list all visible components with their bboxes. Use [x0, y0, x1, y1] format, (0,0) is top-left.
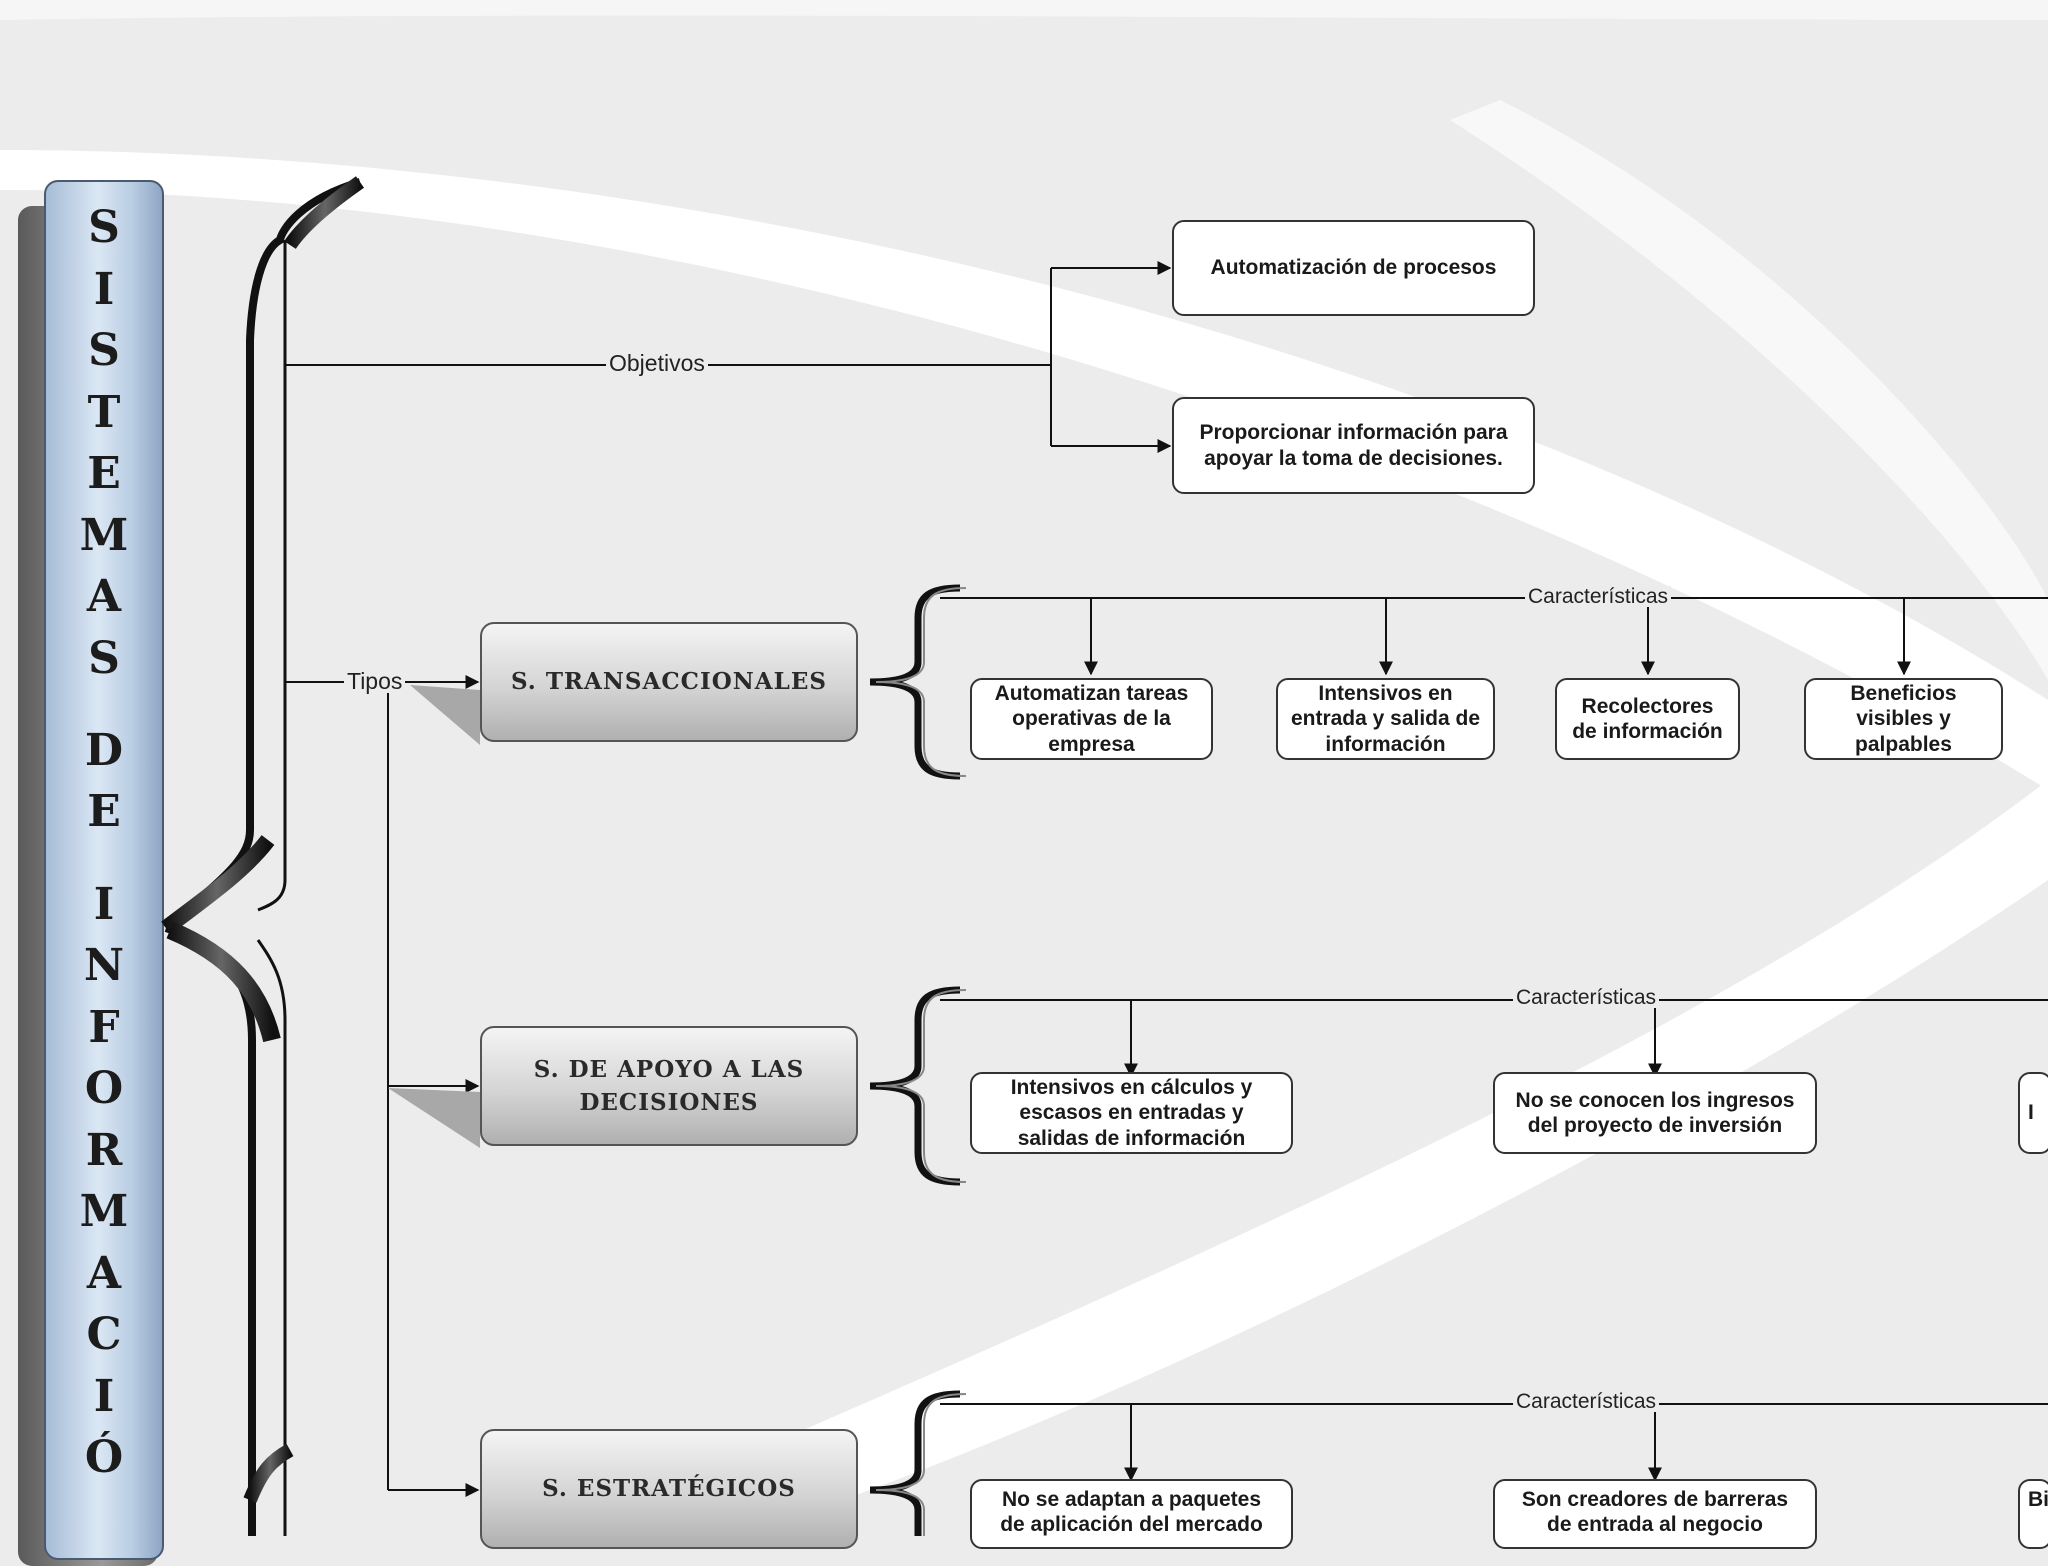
type-box-apoyo-decisiones: S. DE APOYO A LAS DECISIONES: [480, 1026, 858, 1146]
title-letter: D: [84, 724, 124, 776]
type-box-transaccionales: S. TRANSACCIONALES: [480, 622, 858, 742]
characteristic-node: Son creadores de barreras de entrada al …: [1493, 1479, 1817, 1549]
type-box-estrategicos: S. ESTRATÉGICOS: [480, 1429, 858, 1549]
characteristic-node: Recolectores de información: [1555, 678, 1740, 760]
title-bar: [44, 180, 164, 1560]
characteristic-node: Intensivos en entrada y salida de inform…: [1276, 678, 1495, 760]
characteristic-node: Bi: [2018, 1479, 2048, 1549]
tipos-connector: [285, 675, 480, 1497]
type-brace: [869, 986, 961, 1186]
type-brace: [869, 584, 961, 780]
type-brace: [869, 1390, 961, 1536]
title-letter: I: [93, 1370, 115, 1422]
title-letter: A: [86, 571, 122, 622]
title-letter: S: [88, 632, 120, 684]
title-letter: I: [93, 878, 115, 930]
title-letter: I: [93, 263, 115, 315]
title-letter: Ó: [84, 1432, 124, 1483]
characteristic-node: I: [2018, 1072, 2048, 1154]
tipos-label: Tipos: [344, 670, 406, 693]
characteristic-node: Intensivos en cálculos y escasos en entr…: [970, 1072, 1293, 1154]
title-letter: S: [88, 202, 120, 253]
objective-node: Automatización de procesos: [1172, 220, 1535, 316]
title-letter: E: [87, 786, 121, 838]
title-letter: M: [79, 509, 129, 561]
title-letter: A: [86, 1247, 122, 1299]
title-letter: N: [83, 940, 125, 991]
title-letter: T: [87, 386, 121, 438]
characteristic-node: Beneficios visibles y palpables: [1804, 678, 2003, 760]
title-letter: S: [88, 325, 120, 376]
objetivos-label: Objetivos: [606, 352, 708, 375]
type-box-shadows: [388, 685, 480, 1148]
caracteristicas-label: Características: [1525, 586, 1672, 607]
title-letter: F: [88, 1001, 120, 1053]
title-letter: R: [85, 1124, 123, 1176]
title-letter: O: [84, 1063, 124, 1114]
characteristic-node: No se conocen los ingresos del proyecto …: [1493, 1072, 1817, 1154]
objetivos-connector: [285, 261, 1172, 453]
main-brace: [161, 176, 365, 1536]
title-letter: C: [86, 1309, 122, 1360]
caracteristicas-label: Características: [1513, 987, 1660, 1008]
characteristic-node: No se adaptan a paquetes de aplicación d…: [970, 1479, 1293, 1549]
characteristic-node: Automatizan tareas operativas de la empr…: [970, 678, 1213, 760]
title-letter: M: [79, 1186, 129, 1237]
title-letter: E: [87, 448, 121, 499]
objective-node: Proporcionar información para apoyar la …: [1172, 397, 1535, 494]
caracteristicas-label: Características: [1513, 1391, 1660, 1412]
